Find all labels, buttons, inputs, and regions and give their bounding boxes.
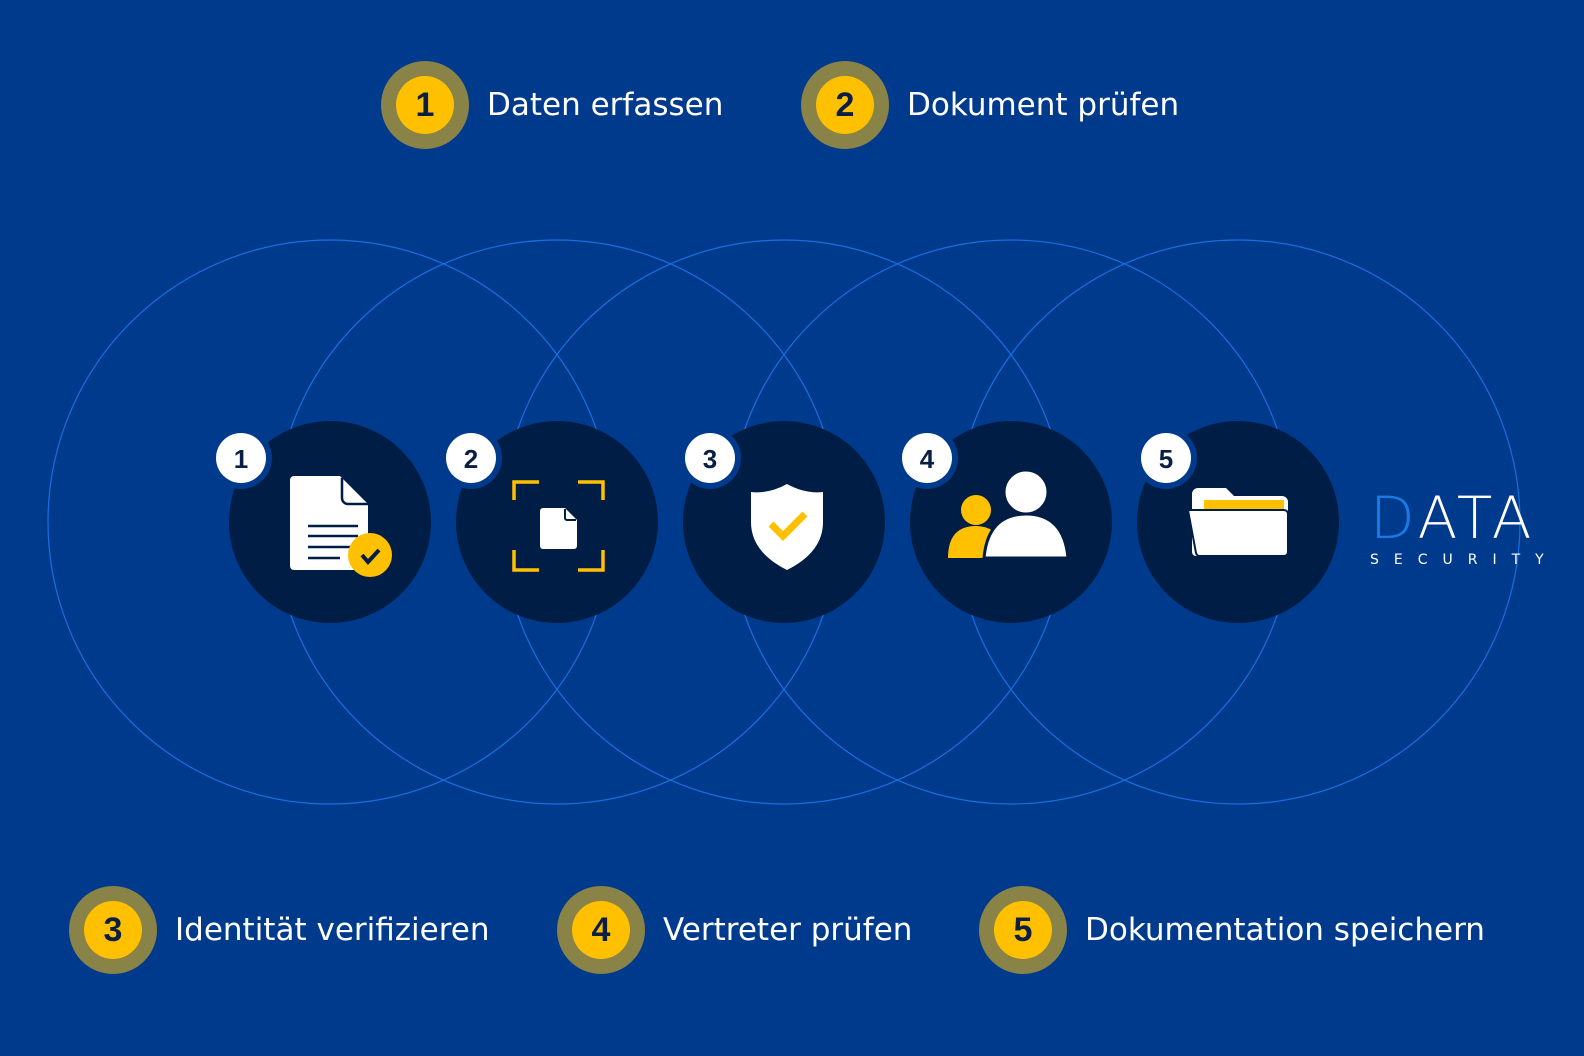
legend-label: Dokumentation speichern (1085, 912, 1485, 948)
svg-text:2: 2 (464, 444, 478, 474)
legend-label: Vertreter prüfen (663, 912, 913, 948)
svg-text:3: 3 (703, 444, 717, 474)
step-badge-3: 3 (679, 427, 741, 489)
legend-badge: 5 (979, 886, 1067, 974)
legend-item-1: 1 Daten erfassen (381, 61, 723, 149)
step-badge-1: 1 (210, 427, 272, 489)
logo-sub: SECURITY (1370, 552, 1559, 568)
users-icon (948, 468, 1070, 560)
legend-badge: 1 (381, 61, 469, 149)
document-scan-icon (512, 480, 605, 572)
legend-label: Daten erfassen (487, 87, 724, 123)
legend-item-2: 2 Dokument prüfen (801, 61, 1179, 149)
logo-word: DATA (1370, 484, 1536, 552)
data-security-logo: DATA SECURITY (1370, 488, 1559, 568)
step-badge-2: 2 (440, 427, 502, 489)
legend-label: Identität verifizieren (175, 912, 490, 948)
legend-item-3: 3 Identität verifizieren (69, 886, 490, 974)
step-badge-5: 5 (1135, 427, 1197, 489)
document-check-icon (290, 476, 392, 577)
legend-item-4: 4 Vertreter prüfen (557, 886, 912, 974)
folder-icon (1186, 488, 1289, 557)
legend-label: Dokument prüfen (907, 87, 1180, 123)
svg-text:4: 4 (920, 444, 935, 474)
legend-item-5: 5 Dokumentation speichern (979, 886, 1485, 974)
shield-check-icon (751, 484, 823, 570)
legend-badge: 3 (69, 886, 157, 974)
svg-text:5: 5 (1159, 444, 1173, 474)
legend-badge: 4 (557, 886, 645, 974)
svg-text:1: 1 (234, 444, 248, 474)
legend-badge: 2 (801, 61, 889, 149)
step-badge-4: 4 (896, 427, 958, 489)
